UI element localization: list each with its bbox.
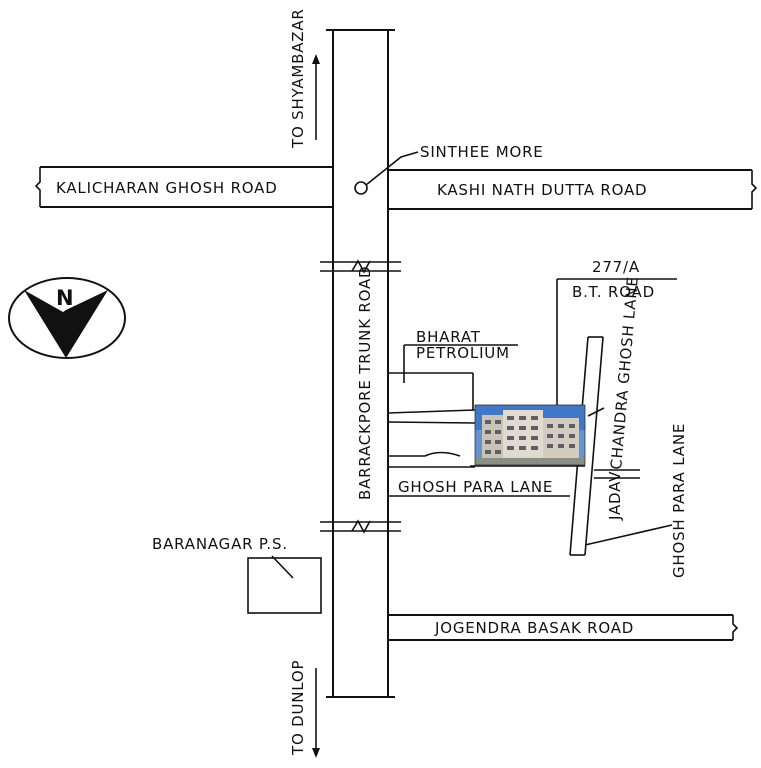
to-shyambazar-label: TO SHYAMBAZAR (289, 8, 307, 149)
compass-north-letter: N (56, 286, 74, 310)
side-lanes (387, 409, 476, 468)
to-dunlop-arrow (312, 668, 320, 758)
baranagar-ps-label: BARANAGAR P.S. (152, 535, 288, 553)
ghosh-para-lane-horizontal (388, 465, 585, 497)
to-dunlop-label: TO DUNLOP (289, 660, 307, 756)
ghosh-para-lane-vertical-label: GHOSH PARA LANE (670, 423, 688, 578)
jogendra-basak-road (388, 614, 739, 641)
petrolium-label: PETROLIUM (416, 344, 510, 362)
bharat-petrolium-plot (388, 344, 518, 410)
compass-north-icon: N (8, 277, 126, 359)
sinthee-more-label: SINTHEE MORE (420, 143, 544, 161)
barrackpore-trunk-road (320, 29, 401, 698)
roundabout-circle-icon (354, 181, 368, 195)
kashi-nath-dutta-road-label: KASHI NATH DUTTA ROAD (437, 181, 647, 199)
baranagar-ps-plot (247, 557, 322, 614)
kalicharan-ghosh-road-label: KALICHARAN GHOSH ROAD (56, 179, 278, 197)
to-shyambazar-arrow (312, 54, 320, 140)
main-cross-road (34, 166, 758, 210)
bharat-label: BHARAT (416, 328, 481, 346)
jadav-label: JADAV (606, 471, 624, 521)
address-callout (556, 278, 677, 405)
ghosh-para-lane-horizontal-label: GHOSH PARA LANE (398, 478, 553, 496)
barrackpore-trunk-road-label: BARRACKPORE TRUNK ROAD (356, 266, 374, 500)
address-number-label: 277/A (592, 258, 640, 276)
jogendra-basak-road-label: JOGENDRA BASAK ROAD (434, 619, 634, 637)
chandra-ghosh-lane-label: CHANDRA GHOSH LANE (607, 276, 642, 471)
address-road-label: B.T. ROAD (572, 283, 655, 301)
apartment-building-photo (474, 404, 586, 466)
